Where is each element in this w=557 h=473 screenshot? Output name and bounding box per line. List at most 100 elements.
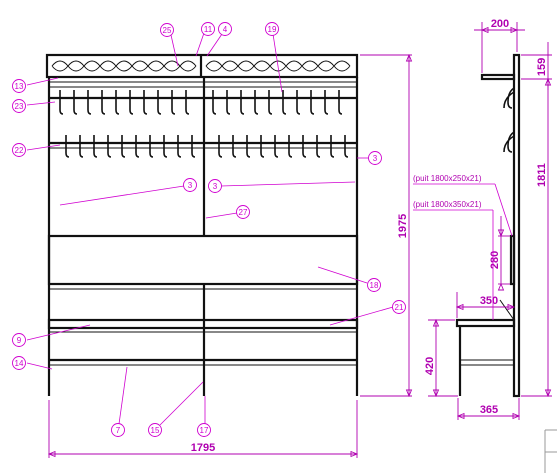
dim-top-offset-group: 200 bbox=[474, 18, 525, 73]
callout-27: 27 bbox=[236, 205, 250, 219]
coat-hook bbox=[115, 90, 120, 115]
side-upright bbox=[512, 53, 521, 398]
svg-text:9: 9 bbox=[17, 336, 22, 345]
coat-hook bbox=[87, 90, 92, 115]
svg-text:25: 25 bbox=[163, 26, 172, 35]
width-dimension: 1795 bbox=[47, 400, 359, 458]
svg-text:15: 15 bbox=[151, 426, 160, 435]
dim-seat-depth-group: 350 bbox=[455, 292, 516, 318]
side-back-panel bbox=[509, 234, 516, 286]
callout-11: 11 bbox=[201, 22, 215, 36]
svg-text:14: 14 bbox=[15, 359, 24, 368]
seat-board bbox=[47, 318, 359, 330]
coat-hook bbox=[59, 90, 64, 115]
note-350: (puit 1800x350x21) bbox=[413, 200, 482, 209]
side-top-shelf bbox=[480, 73, 516, 81]
coat-hook bbox=[191, 135, 196, 158]
callout-19: 19 bbox=[265, 22, 279, 36]
coat-hook bbox=[135, 135, 140, 158]
side-view: 200 159 1811 280 350 bbox=[413, 18, 557, 473]
height-dimension: 1975 bbox=[360, 53, 413, 398]
svg-text:17: 17 bbox=[200, 426, 209, 435]
coat-hook bbox=[93, 135, 98, 158]
coat-hook bbox=[344, 135, 349, 158]
coat-hook bbox=[129, 90, 134, 115]
callout-23: 23 bbox=[12, 99, 26, 113]
callout-balloons: 25 11 4 19 13 23 22 3 3 3 27 18 21 9 14 … bbox=[12, 22, 406, 437]
callout-4: 4 bbox=[218, 22, 232, 36]
coat-hook bbox=[226, 90, 231, 115]
coat-hook bbox=[79, 135, 84, 158]
coat-hook bbox=[163, 135, 168, 158]
front-view: 1795 1975 bbox=[12, 22, 413, 458]
callout-3-right: 3 bbox=[368, 151, 382, 165]
coat-hook bbox=[177, 135, 182, 158]
coat-hook bbox=[330, 135, 335, 158]
callout-13: 13 bbox=[12, 79, 26, 93]
side-notes: (puit 1800x250x21) (puit 1800x350x21) bbox=[413, 174, 513, 320]
dim-seat-height: 420 bbox=[424, 357, 436, 375]
coat-hook bbox=[338, 90, 343, 115]
coat-hook bbox=[254, 90, 259, 115]
hooks-lower-row bbox=[65, 135, 349, 158]
dim-top-offset: 200 bbox=[491, 18, 509, 30]
lattice-pattern bbox=[51, 60, 351, 72]
hooks-upper-row bbox=[59, 90, 343, 115]
svg-text:11: 11 bbox=[204, 25, 213, 34]
svg-text:4: 4 bbox=[223, 25, 228, 34]
dim-seat-height-group: 420 bbox=[424, 318, 458, 398]
coat-hook bbox=[171, 90, 176, 115]
coat-hook bbox=[65, 135, 70, 158]
coat-hook bbox=[212, 90, 217, 115]
dim-top-board-group: 159 bbox=[521, 42, 552, 90]
svg-text:27: 27 bbox=[239, 208, 248, 217]
coat-hook bbox=[73, 90, 78, 115]
side-hook-lower bbox=[507, 131, 515, 153]
callout-leaders bbox=[26, 32, 394, 426]
dim-panel-height-group: 280 bbox=[489, 216, 510, 291]
callout-7: 7 bbox=[111, 423, 125, 437]
dim-base-depth-group: 365 bbox=[456, 398, 521, 420]
side-seat bbox=[455, 318, 516, 328]
back-panel bbox=[47, 234, 359, 286]
svg-text:3: 3 bbox=[188, 181, 193, 190]
coat-hook bbox=[260, 135, 265, 158]
svg-text:13: 13 bbox=[15, 82, 24, 91]
note-250: (puit 1800x250x21) bbox=[413, 174, 482, 183]
dim-seat-depth: 350 bbox=[480, 295, 498, 307]
coat-hook bbox=[143, 90, 148, 115]
svg-text:3: 3 bbox=[373, 154, 378, 163]
callout-15: 15 bbox=[148, 423, 162, 437]
coat-hook bbox=[246, 135, 251, 158]
coat-hook bbox=[296, 90, 301, 115]
svg-text:3: 3 bbox=[213, 182, 218, 191]
dim-panel-height: 280 bbox=[489, 251, 501, 269]
dim-total-width: 1795 bbox=[191, 442, 215, 454]
callout-17: 17 bbox=[197, 423, 211, 437]
coat-hook bbox=[310, 90, 315, 115]
callout-14: 14 bbox=[12, 356, 26, 370]
svg-text:23: 23 bbox=[15, 102, 24, 111]
svg-text:21: 21 bbox=[395, 303, 404, 312]
callout-18: 18 bbox=[367, 278, 381, 292]
coat-hook bbox=[101, 90, 106, 115]
coat-hook bbox=[324, 90, 329, 115]
coat-hook bbox=[282, 90, 287, 115]
dim-total-height: 1975 bbox=[397, 214, 409, 238]
callout-25: 25 bbox=[160, 23, 174, 37]
dim-base-depth: 365 bbox=[480, 404, 498, 416]
coat-hook bbox=[149, 135, 154, 158]
callout-22: 22 bbox=[12, 143, 26, 157]
coat-hook bbox=[157, 90, 162, 115]
svg-text:18: 18 bbox=[370, 281, 379, 290]
coat-hook bbox=[316, 135, 321, 158]
svg-text:7: 7 bbox=[116, 426, 121, 435]
callout-3-left: 3 bbox=[183, 178, 197, 192]
callout-9: 9 bbox=[12, 333, 26, 347]
coat-hook bbox=[107, 135, 112, 158]
side-hook-upper bbox=[507, 87, 515, 109]
svg-text:19: 19 bbox=[268, 25, 277, 34]
coat-hook bbox=[274, 135, 279, 158]
callout-21: 21 bbox=[392, 300, 406, 314]
